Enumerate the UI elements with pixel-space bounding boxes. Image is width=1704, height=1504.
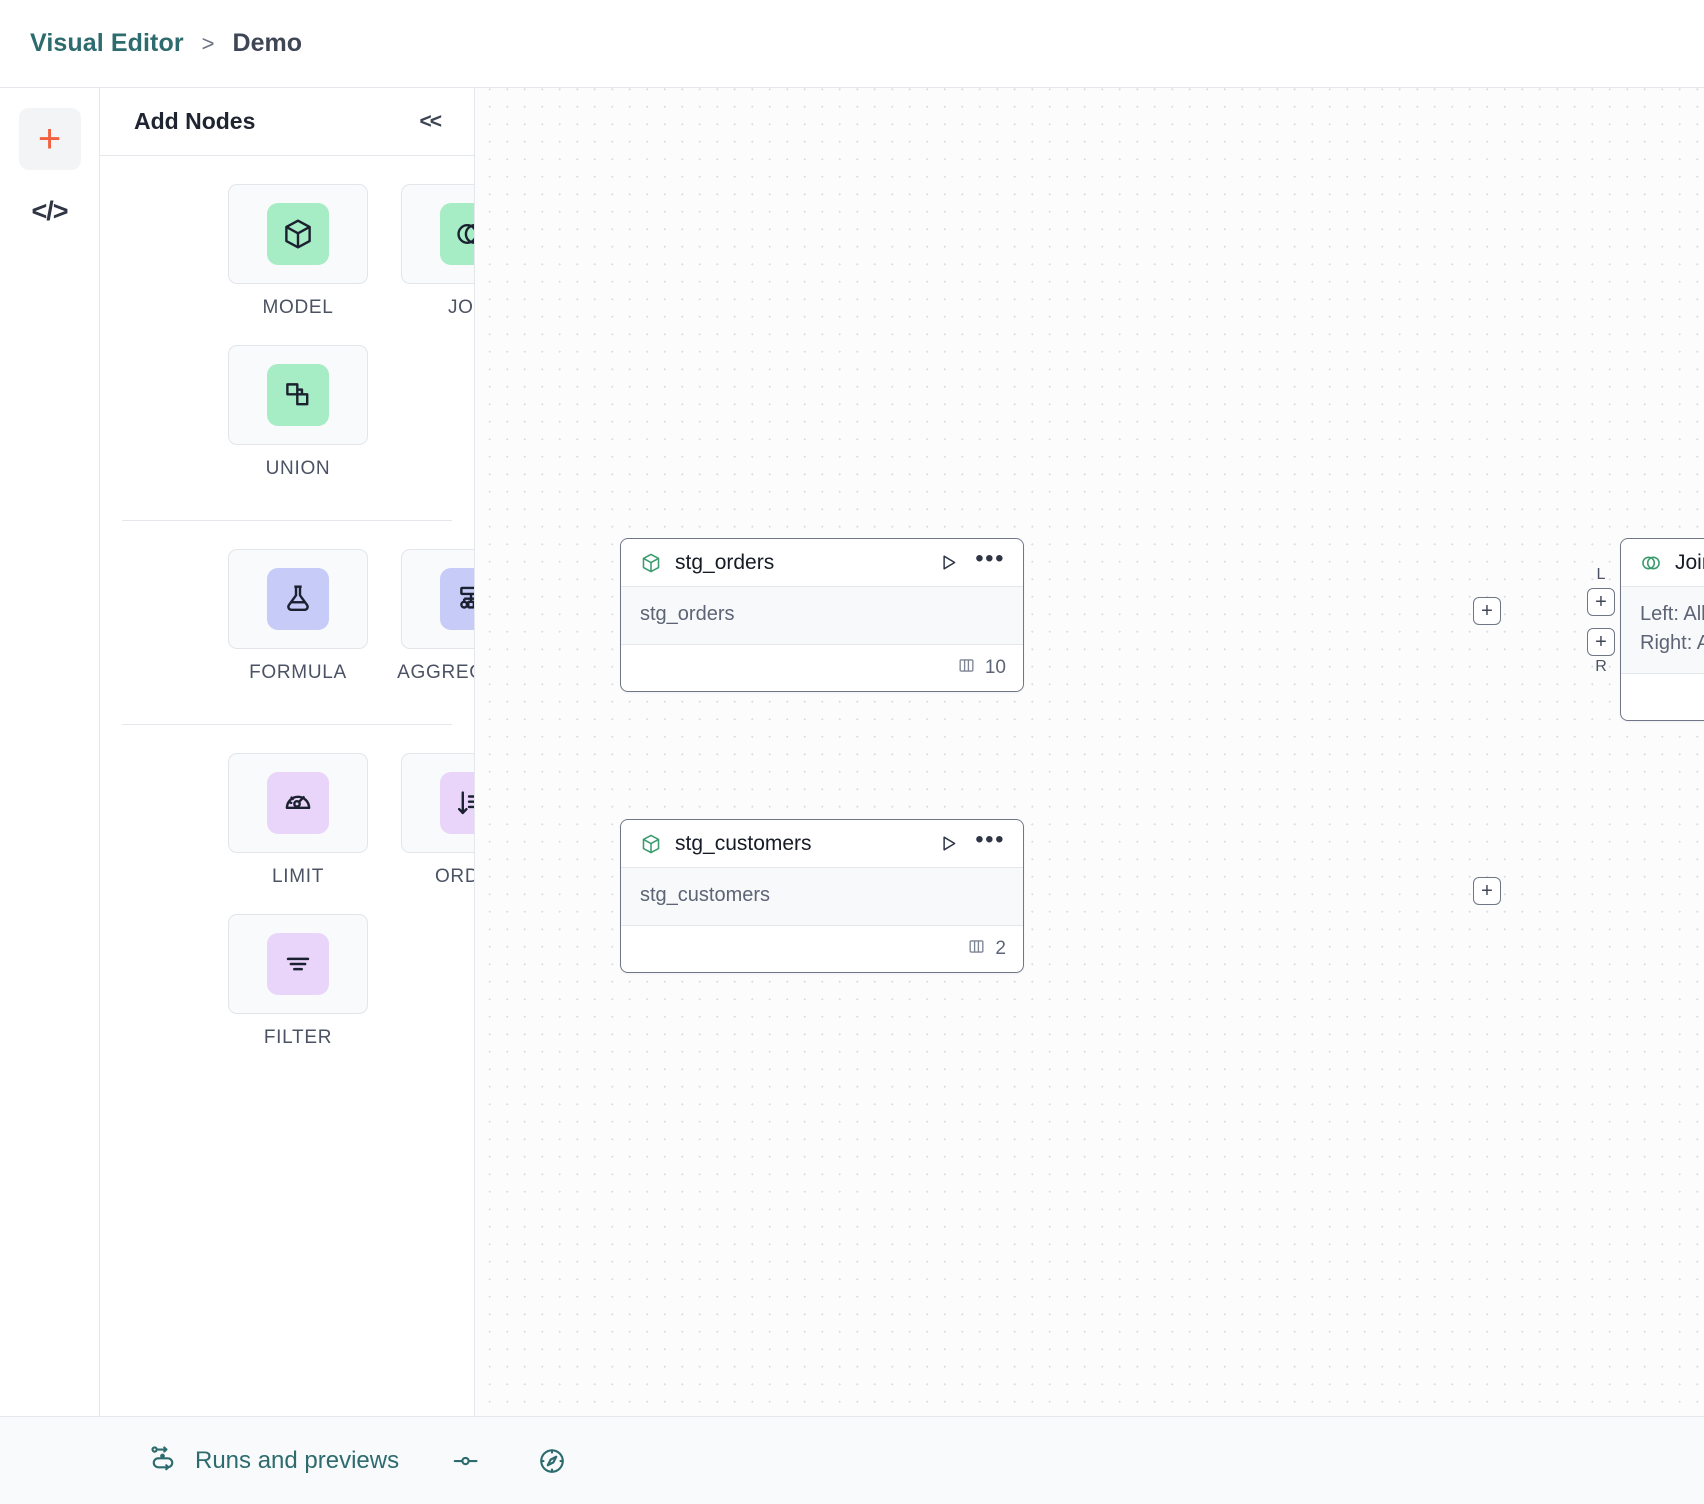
breadcrumb-root-link[interactable]: Visual Editor bbox=[30, 29, 184, 57]
code-icon: </> bbox=[31, 195, 68, 226]
flow-node-stg-orders[interactable]: stg_orders ••• stg_orders bbox=[620, 538, 1024, 692]
node-body: stg_orders bbox=[621, 587, 1023, 645]
node-type-label: AGGREGATION bbox=[397, 662, 474, 683]
node-type-union[interactable]: UNION bbox=[228, 345, 368, 506]
node-header: Join 1 ••• bbox=[1621, 539, 1704, 587]
runs-and-previews-label: Runs and previews bbox=[195, 1446, 400, 1474]
edge-layer bbox=[475, 88, 775, 238]
node-body: Left: All columns Right: All columns bbox=[1621, 587, 1704, 674]
node-type-join[interactable]: JOIN bbox=[401, 184, 474, 345]
breadcrumb-separator: > bbox=[201, 30, 215, 56]
add-nodes-header: Add Nodes << bbox=[100, 88, 474, 156]
right-input-port-label: R bbox=[1595, 658, 1607, 675]
add-node-rail-button[interactable]: + bbox=[18, 108, 81, 170]
filter-lines-icon bbox=[267, 933, 329, 995]
node-type-order[interactable]: ORDER bbox=[401, 753, 474, 914]
slider-toggle-icon[interactable] bbox=[451, 1446, 481, 1476]
node-type-aggregation[interactable]: AGGREGATION bbox=[397, 549, 474, 710]
panel-divider bbox=[122, 724, 452, 725]
node-type-label: FORMULA bbox=[249, 662, 347, 683]
columns-icon bbox=[957, 656, 976, 680]
node-more-menu-button[interactable]: ••• bbox=[975, 826, 1005, 854]
node-title: stg_customers bbox=[675, 831, 812, 855]
node-group-refine: LIMIT ORDER bbox=[100, 753, 474, 1075]
node-title: stg_orders bbox=[675, 550, 775, 574]
node-type-label: ORDER bbox=[434, 866, 474, 887]
node-type-formula[interactable]: FORMULA bbox=[228, 549, 368, 710]
node-type-limit[interactable]: LIMIT bbox=[228, 753, 368, 914]
flow-canvas[interactable]: stg_orders ••• stg_orders bbox=[475, 88, 1704, 1416]
code-view-rail-button[interactable]: </> bbox=[19, 180, 81, 242]
node-footer: 2 bbox=[621, 926, 1023, 972]
node-more-menu-button[interactable]: ••• bbox=[975, 545, 1005, 573]
node-footer: 10 bbox=[621, 645, 1023, 691]
flow-node-stg-customers[interactable]: stg_customers ••• stg_customers bbox=[620, 819, 1024, 973]
node-group-sources: MODEL JOIN bbox=[100, 184, 474, 506]
overlapping-squares-icon bbox=[267, 364, 329, 426]
node-footer: 12 bbox=[1621, 674, 1704, 720]
panel-title: Add Nodes bbox=[134, 108, 256, 134]
editor-body: + </> Add Nodes << bbox=[0, 88, 1704, 1416]
bottom-status-bar: Runs and previews bbox=[0, 1416, 1704, 1504]
node-type-label: FILTER bbox=[263, 1027, 333, 1048]
node-body: stg_customers bbox=[621, 868, 1023, 926]
left-rail: + </> bbox=[0, 88, 100, 1416]
collapse-panel-button[interactable]: << bbox=[419, 109, 442, 133]
hierarchy-icon bbox=[440, 568, 474, 630]
breadcrumb-current-page: Demo bbox=[232, 29, 302, 57]
overlapping-circles-icon bbox=[1640, 552, 1662, 574]
left-input-port-join-1[interactable]: + bbox=[1587, 588, 1615, 616]
node-type-label: JOIN bbox=[447, 297, 474, 318]
panel-divider bbox=[122, 520, 452, 521]
node-header: stg_customers ••• bbox=[621, 820, 1023, 868]
cube-icon bbox=[640, 833, 662, 855]
node-type-label: MODEL bbox=[262, 297, 334, 318]
node-title: Join 1 bbox=[1675, 550, 1704, 574]
right-input-port-join-1[interactable]: + bbox=[1587, 628, 1615, 656]
node-type-model[interactable]: MODEL bbox=[228, 184, 368, 345]
node-body-row: stg_orders bbox=[640, 603, 735, 625]
compass-icon[interactable] bbox=[537, 1446, 567, 1476]
node-type-label: LIMIT bbox=[271, 866, 325, 887]
column-count: 2 bbox=[995, 938, 1006, 959]
gauge-icon bbox=[267, 772, 329, 834]
runs-and-previews-button[interactable]: Runs and previews bbox=[148, 1443, 399, 1478]
overlapping-circles-icon bbox=[440, 203, 474, 265]
node-body-row: Right: All columns bbox=[1640, 632, 1704, 654]
breadcrumb: Visual Editor > Demo bbox=[0, 0, 1704, 88]
column-count: 10 bbox=[984, 657, 1006, 678]
node-type-label: UNION bbox=[265, 458, 331, 479]
flow-node-join-1[interactable]: Join 1 ••• Left: All columns Right: All … bbox=[1620, 538, 1704, 721]
node-group-transforms: FORMULA AGGREGATIO bbox=[100, 549, 474, 710]
sort-icon bbox=[440, 772, 474, 834]
node-body-row: stg_customers bbox=[640, 884, 771, 906]
node-type-filter[interactable]: FILTER bbox=[228, 914, 368, 1075]
flask-icon bbox=[267, 568, 329, 630]
cube-icon bbox=[267, 203, 329, 265]
add-nodes-panel: Add Nodes << MODEL bbox=[100, 88, 475, 1416]
output-port-stg-customers[interactable]: + bbox=[1473, 877, 1501, 905]
runs-flow-icon bbox=[148, 1443, 178, 1478]
run-node-button[interactable] bbox=[938, 552, 959, 573]
plus-icon: + bbox=[37, 117, 62, 161]
node-body-row: Left: All columns bbox=[1640, 603, 1704, 625]
node-header: stg_orders ••• bbox=[621, 539, 1023, 587]
output-port-stg-orders[interactable]: + bbox=[1473, 597, 1501, 625]
cube-icon bbox=[640, 552, 662, 574]
columns-icon bbox=[967, 937, 986, 961]
left-input-port-label: L bbox=[1596, 566, 1606, 583]
run-node-button[interactable] bbox=[938, 833, 959, 854]
add-nodes-list: MODEL JOIN bbox=[100, 156, 474, 1416]
